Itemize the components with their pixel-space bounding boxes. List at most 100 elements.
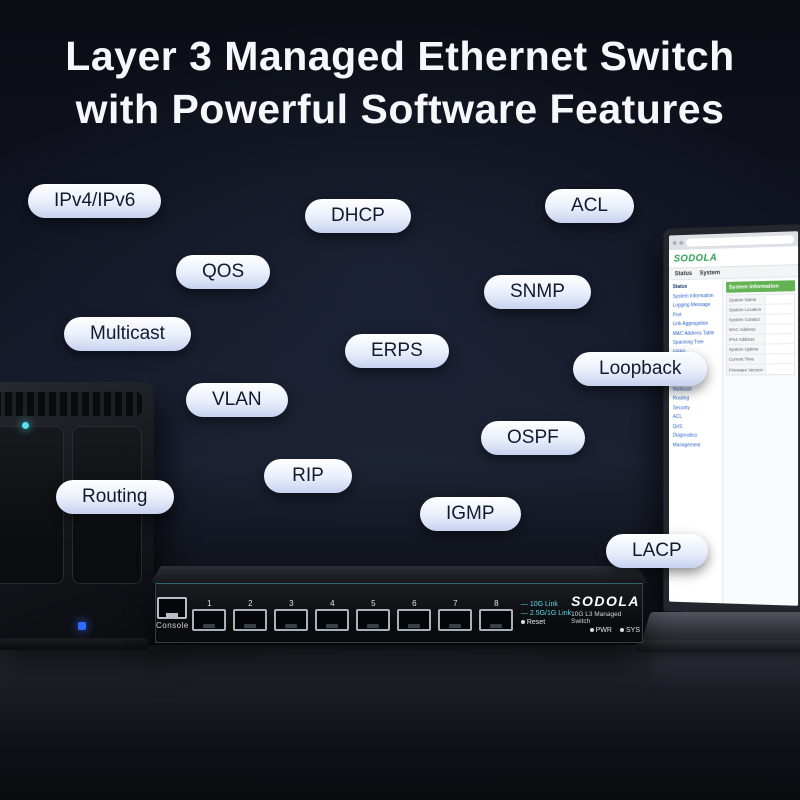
switch-top-panel: [150, 566, 648, 583]
sidebar-item-diagnostics: Diagnostics: [672, 432, 698, 439]
browser-button-icon: [672, 240, 677, 245]
sys-indicator: SYS: [619, 626, 640, 634]
switch-brand-logo: SODOLA: [571, 592, 640, 609]
sfp-port-3: 3: [271, 598, 312, 631]
sfp-port-1: 1: [189, 598, 230, 631]
webui-brand-logo: SODOLA: [673, 252, 718, 265]
legend-tick: —: [520, 609, 528, 617]
row-label: MAC Address: [727, 324, 766, 335]
switch-brand-block: SODOLA 10G L3 Managed Switch PWR SYS: [571, 584, 650, 642]
reset-label: Reset: [526, 618, 546, 626]
sfp-port-8: 8: [476, 598, 517, 631]
row-value: [766, 364, 794, 374]
feature-pill-dhcp: DHCP: [305, 199, 411, 233]
ethernet-switch: Console 1 2 3 4 5 6 7 8 —10G Link —2.5G/…: [150, 566, 648, 650]
tab-status: Status: [674, 270, 693, 277]
row-value: [766, 344, 794, 353]
nas-device: [0, 382, 154, 650]
laptop: SODOLA Status System Status System Infor…: [636, 224, 800, 660]
feature-pill-loopback: Loopback: [573, 352, 708, 386]
row-value: [766, 294, 794, 304]
row-label: System Uptime: [727, 344, 766, 354]
port-number: 7: [453, 598, 458, 608]
row-label: Current Time: [727, 354, 766, 364]
sfp-cage: [356, 608, 391, 631]
page-title: Layer 3 Managed Ethernet Switch with Pow…: [0, 30, 800, 137]
sfp-cage: [315, 608, 350, 631]
sfp-cage: [479, 608, 514, 631]
sfp-port-6: 6: [394, 598, 435, 631]
port-number: 3: [289, 598, 294, 608]
row-label: System Name: [727, 294, 766, 305]
table-row: Current Time: [727, 354, 795, 365]
feature-pill-ospf: OSPF: [481, 421, 585, 455]
feature-pill-snmp: SNMP: [484, 275, 591, 309]
row-label: IPv4 Address: [727, 334, 766, 345]
pwr-indicator: PWR: [589, 626, 612, 634]
pwr-label: PWR: [595, 626, 612, 634]
row-value: [766, 334, 794, 343]
sidebar-item-routing: Routing: [672, 395, 690, 402]
sfp-cage: [397, 608, 432, 631]
url-bar: [686, 234, 795, 247]
sfp-cage: [233, 608, 268, 631]
sidebar-item-management: Management: [672, 441, 701, 448]
feature-pill-vlan: VLAN: [186, 383, 288, 417]
sfp-port-2: 2: [230, 599, 271, 631]
sfp-cage: [438, 608, 473, 631]
table-row: Firmware Version: [727, 364, 794, 375]
laptop-base: [641, 612, 800, 642]
legend-10g: —10G Link: [521, 601, 571, 608]
port-number: 5: [371, 598, 376, 608]
sys-led-icon: [619, 627, 624, 632]
row-value: [766, 354, 794, 363]
legend-2-5g: —2.5G/1G Link: [521, 610, 571, 617]
panel-title: System Information: [726, 280, 796, 293]
row-label: Firmware Version: [727, 364, 766, 375]
webui-main-panel: System Information System Name System Lo…: [723, 277, 799, 606]
feature-pill-qos: QOS: [176, 255, 271, 289]
port-number: 1: [207, 598, 212, 608]
sfp-port-4: 4: [312, 599, 353, 631]
reset-indicator: Reset: [520, 618, 571, 626]
sfp-cage: [274, 608, 309, 631]
legend-10g-label: 10G Link: [529, 600, 558, 608]
row-label: System Location: [727, 304, 766, 315]
nas-reflection: [0, 650, 150, 690]
sidebar-item-mac-address-table: MAC Address Table: [672, 329, 715, 337]
sfp-port-7: 7: [435, 598, 476, 631]
nas-status-led: [22, 422, 29, 429]
sfp-port-group: 1 2 3 4 5 6 7 8: [189, 584, 517, 642]
sidebar-item-qos: QoS: [672, 423, 683, 430]
sidebar-item-acl: ACL: [672, 414, 682, 420]
reset-led-icon: [520, 619, 525, 624]
sfp-port-5: 5: [353, 598, 394, 631]
switch-reflection: [160, 652, 640, 686]
row-value: [766, 324, 794, 333]
row-value: [766, 304, 794, 314]
port-number: 8: [494, 598, 499, 608]
feature-pill-erps: ERPS: [345, 334, 449, 368]
feature-pill-lacp: LACP: [606, 534, 708, 568]
sfp-cage: [192, 608, 227, 631]
row-value: [766, 314, 794, 323]
nas-power-led: [78, 622, 86, 630]
feature-pill-routing: Routing: [56, 480, 174, 514]
title-line-1: Layer 3 Managed Ethernet Switch: [65, 33, 735, 79]
system-info-table: System Name System Location System Conta…: [726, 293, 796, 376]
tab-system: System: [699, 269, 721, 277]
feature-pill-acl: ACL: [545, 189, 634, 223]
laptop-reflection: [650, 654, 800, 690]
row-label: System Contact: [727, 314, 766, 325]
laptop-foot: [636, 640, 800, 652]
sidebar-item-multicast: Multicast: [672, 386, 692, 393]
console-block: Console: [156, 584, 189, 642]
legend-2-5g-label: 2.5G/1G Link: [529, 609, 572, 617]
link-legend: —10G Link —2.5G/1G Link Reset: [517, 584, 571, 642]
sidebar-item-security: Security: [672, 404, 690, 411]
port-number: 6: [412, 598, 417, 608]
nas-vent-grille: [0, 392, 142, 416]
switch-model-label: 10G L3 Managed Switch: [571, 610, 622, 625]
sys-label: SYS: [625, 626, 640, 634]
